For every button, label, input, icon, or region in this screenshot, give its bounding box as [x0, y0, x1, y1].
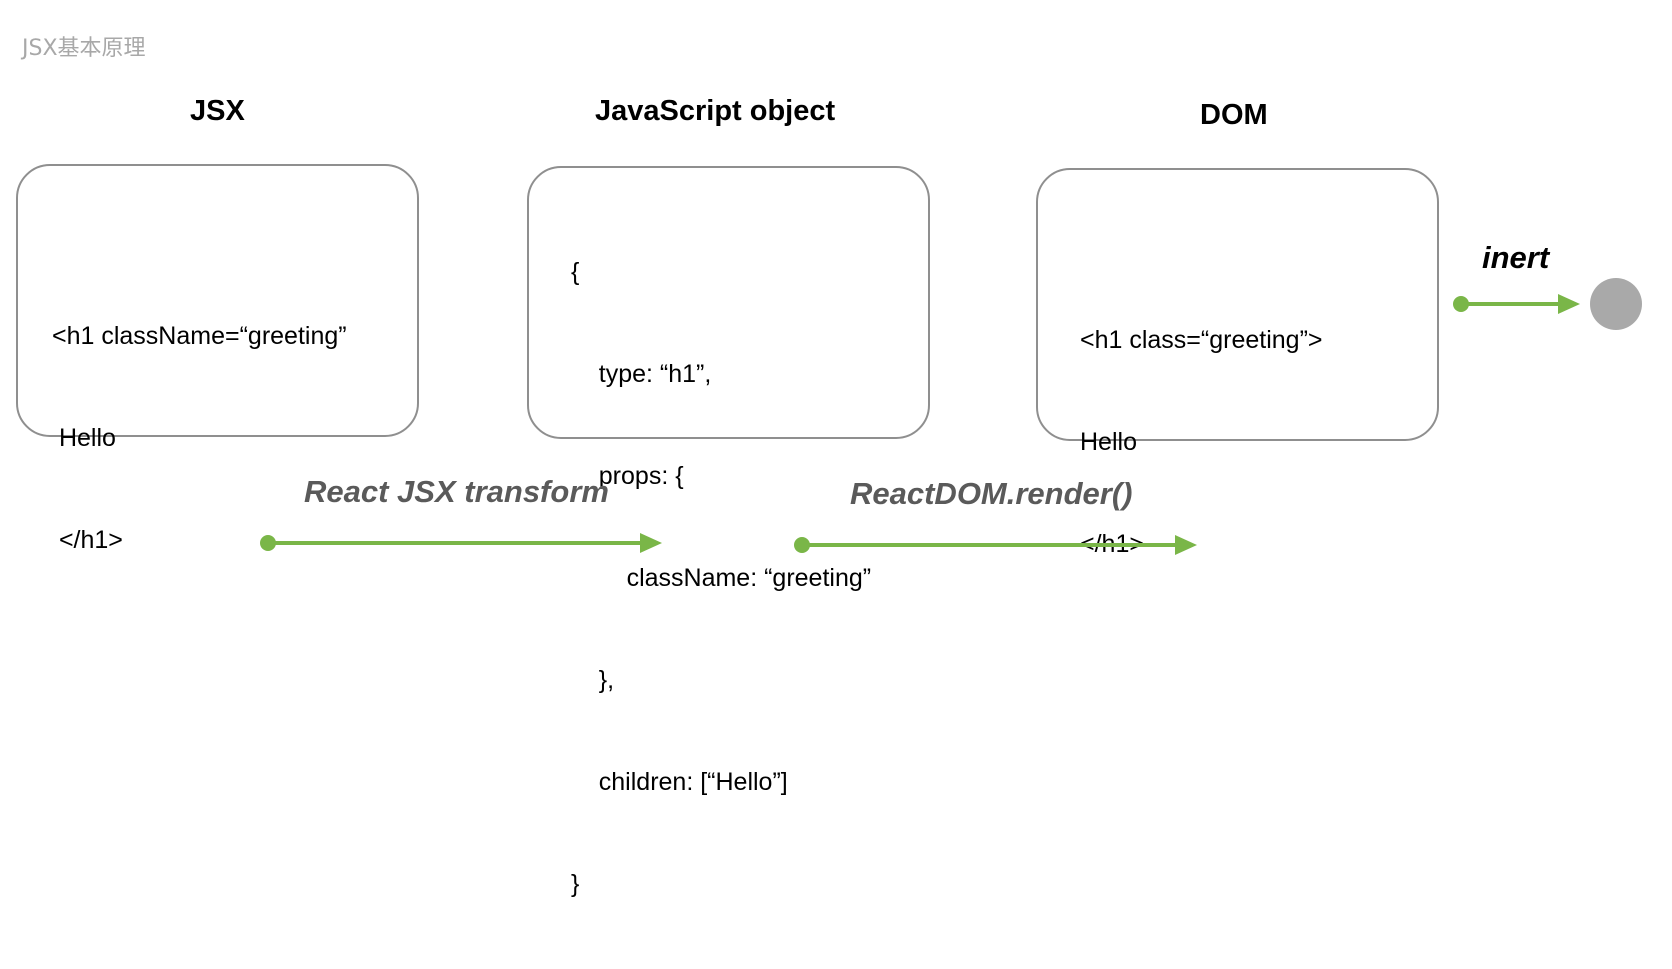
inert-arrow-head [1558, 294, 1580, 314]
js-object-line: type: “h1”, [571, 360, 712, 388]
dom-box: <h1 class=“greeting”> Hello </h1> [1036, 168, 1439, 558]
jsx-line: </h1> [52, 526, 123, 554]
render-arrow [794, 535, 1197, 555]
inert-arrow-label: inert [1482, 240, 1550, 275]
render-arrow-label: ReactDOM.render() [850, 476, 1133, 511]
js-object-line: { [571, 258, 580, 286]
js-object-box: { type: “h1”, props: { className: “greet… [527, 166, 930, 898]
js-object-line: children: [“Hello”] [571, 768, 788, 796]
page-title: JSX基本原理 [22, 36, 146, 61]
js-object-line: props: { [571, 462, 684, 490]
jsx-line: Hello [52, 424, 116, 452]
transform-arrow-head [640, 533, 662, 553]
jsx-box: <h1 className=“greeting” Hello </h1> [16, 164, 419, 554]
transform-arrow-label: React JSX transform [304, 474, 609, 509]
inert-end-node [1590, 278, 1642, 330]
render-arrow-head [1175, 535, 1197, 555]
js-object-title: JavaScript object [595, 95, 836, 127]
arrows-layer [260, 278, 1642, 555]
dom-title: DOM [1200, 99, 1268, 131]
jsx-title: JSX [190, 95, 245, 127]
transform-arrow [260, 533, 662, 553]
dom-line: Hello [1080, 428, 1137, 456]
js-object-line: } [571, 870, 580, 898]
js-object-line: }, [571, 666, 615, 694]
jsx-line: <h1 className=“greeting” [52, 322, 347, 350]
js-object-line: className: “greeting” [571, 564, 872, 592]
inert-arrow [1453, 294, 1580, 314]
dom-line: <h1 class=“greeting”> [1080, 326, 1323, 354]
